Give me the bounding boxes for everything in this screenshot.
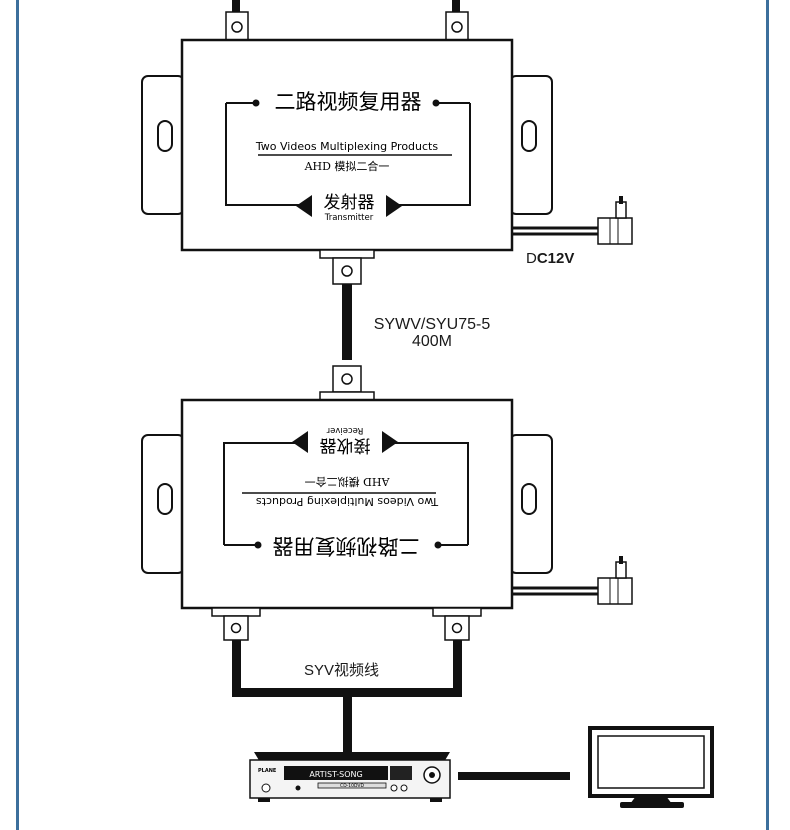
trunk-cable-label: SYWV/SYU75-5 400M bbox=[366, 316, 498, 351]
receiver-role-en: Receiver bbox=[326, 425, 363, 435]
trunk-cable-length: 400M bbox=[411, 333, 453, 350]
monitor-cable bbox=[458, 772, 570, 780]
video-cables bbox=[232, 640, 462, 752]
dvr-display-text: ARTIST-SONG bbox=[309, 770, 362, 779]
receiver-unit: 二路视频复用器 Two Videos Multiplexing Products… bbox=[141, 398, 553, 610]
receiver-subtitle: AHD 模拟二合一 bbox=[305, 475, 391, 489]
video-cable-label: SYV视频线 bbox=[304, 662, 380, 679]
transmitter-power-plug bbox=[512, 196, 633, 245]
power-label-prefix: D bbox=[526, 250, 537, 267]
transmitter-subtitle: AHD 模拟二合一 bbox=[304, 159, 390, 173]
receiver-title-en: Two Videos Multiplexing Products bbox=[256, 495, 439, 508]
transmitter-role-cn: 发射器 bbox=[324, 193, 375, 213]
transmitter-role-en: Transmitter bbox=[324, 213, 374, 223]
transmitter-output-connector bbox=[319, 249, 375, 285]
dvr-brand: PLANE bbox=[258, 768, 277, 774]
right-frame-border bbox=[766, 0, 769, 830]
receiver-power-plug bbox=[512, 556, 633, 605]
receiver-input-connector bbox=[319, 365, 375, 401]
monitor-icon bbox=[588, 726, 714, 808]
power-label-main: C12V bbox=[536, 250, 575, 267]
dvr-display-sub: CD-10DVD bbox=[340, 783, 364, 789]
dvr-unit: PLANE ARTIST-SONG CD-10DVD bbox=[249, 752, 451, 802]
transmitter-title-en: Two Videos Multiplexing Products bbox=[255, 140, 438, 153]
receiver-title-cn: 二路视频复用器 bbox=[273, 534, 420, 558]
transmitter-input-cables bbox=[225, 0, 469, 41]
trunk-cable-type: SYWV/SYU75-5 bbox=[373, 316, 491, 333]
receiver-output-connectors bbox=[211, 607, 482, 641]
transmitter-title-cn: 二路视频复用器 bbox=[275, 90, 422, 114]
receiver-role-cn: 接收器 bbox=[320, 435, 371, 455]
power-label: DC12V bbox=[526, 250, 574, 267]
left-frame-border bbox=[16, 0, 19, 830]
receiver-body bbox=[180, 398, 514, 610]
transmitter-unit: 二路视频复用器 Two Videos Multiplexing Products… bbox=[141, 38, 553, 252]
trunk-cable bbox=[342, 284, 352, 360]
